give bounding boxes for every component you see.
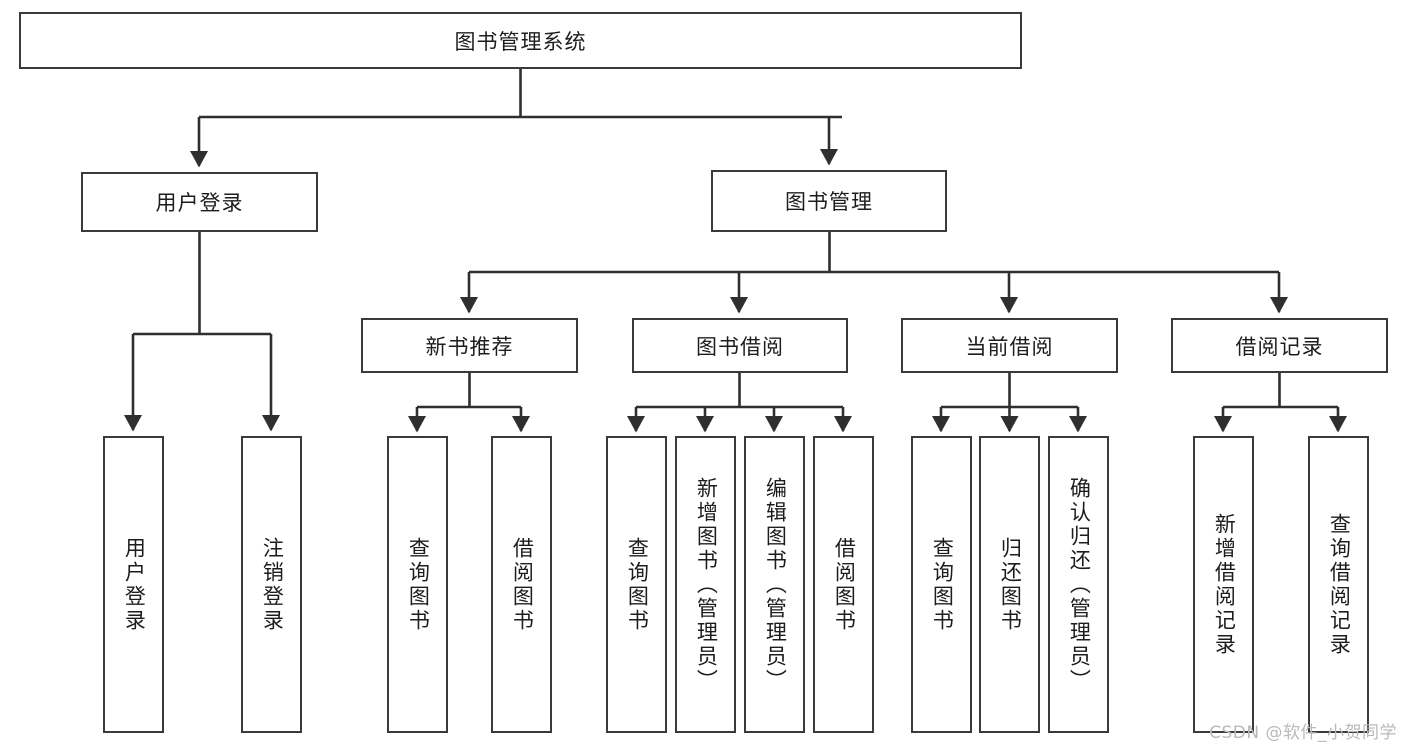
node-new-book-recommend[interactable]: 新书推荐 xyxy=(361,318,578,373)
leaf-label: 编辑图书（管理员） xyxy=(763,476,788,693)
leaf-label: 新增借阅记录 xyxy=(1212,512,1237,657)
leaf-label: 注销登录 xyxy=(260,536,285,633)
leaf-label: 查询借阅记录 xyxy=(1327,512,1352,657)
node-book-management-label: 图书管理 xyxy=(785,190,873,214)
leaf-user-login-signout[interactable]: 注销登录 xyxy=(241,436,302,733)
leaf-label: 借阅图书 xyxy=(510,536,535,633)
leaf-new-book-query[interactable]: 查询图书 xyxy=(387,436,448,733)
node-root[interactable]: 图书管理系统 xyxy=(19,12,1022,69)
node-borrow-record-label: 借阅记录 xyxy=(1235,334,1324,359)
leaf-book-borrow-edit[interactable]: 编辑图书（管理员） xyxy=(744,436,805,733)
node-borrow-record[interactable]: 借阅记录 xyxy=(1171,318,1388,373)
leaf-current-borrow-return[interactable]: 归还图书 xyxy=(979,436,1040,733)
leaf-book-borrow-add[interactable]: 新增图书（管理员） xyxy=(675,436,736,733)
leaf-label: 确认归还（管理员） xyxy=(1067,476,1092,693)
leaf-label: 新增图书（管理员） xyxy=(694,476,719,693)
node-user-login[interactable]: 用户登录 xyxy=(81,172,318,232)
node-current-borrow[interactable]: 当前借阅 xyxy=(901,318,1118,373)
node-root-label: 图书管理系统 xyxy=(454,29,587,54)
node-book-borrow-label: 图书借阅 xyxy=(696,334,784,359)
leaf-user-login-signin[interactable]: 用户登录 xyxy=(103,436,164,733)
leaf-label: 查询图书 xyxy=(625,536,650,633)
node-new-book-recommend-label: 新书推荐 xyxy=(425,334,514,359)
leaf-current-borrow-confirm[interactable]: 确认归还（管理员） xyxy=(1048,436,1109,733)
node-user-login-label: 用户登录 xyxy=(155,191,244,215)
leaf-borrow-record-query[interactable]: 查询借阅记录 xyxy=(1308,436,1369,733)
leaf-borrow-record-add[interactable]: 新增借阅记录 xyxy=(1193,436,1254,733)
leaf-new-book-borrow[interactable]: 借阅图书 xyxy=(491,436,552,733)
csdn-watermark: CSDN @软件_小贺同学 xyxy=(1209,723,1397,743)
leaf-label: 归还图书 xyxy=(998,536,1023,633)
leaf-book-borrow-borrow[interactable]: 借阅图书 xyxy=(813,436,874,733)
node-book-management[interactable]: 图书管理 xyxy=(711,170,947,232)
leaf-label: 查询图书 xyxy=(930,536,955,633)
node-current-borrow-label: 当前借阅 xyxy=(965,334,1054,359)
leaf-current-borrow-query[interactable]: 查询图书 xyxy=(911,436,972,733)
leaf-label: 查询图书 xyxy=(406,536,431,633)
node-book-borrow[interactable]: 图书借阅 xyxy=(632,318,848,373)
leaf-book-borrow-query[interactable]: 查询图书 xyxy=(606,436,667,733)
leaf-label: 借阅图书 xyxy=(832,536,857,633)
leaf-label: 用户登录 xyxy=(122,536,147,633)
